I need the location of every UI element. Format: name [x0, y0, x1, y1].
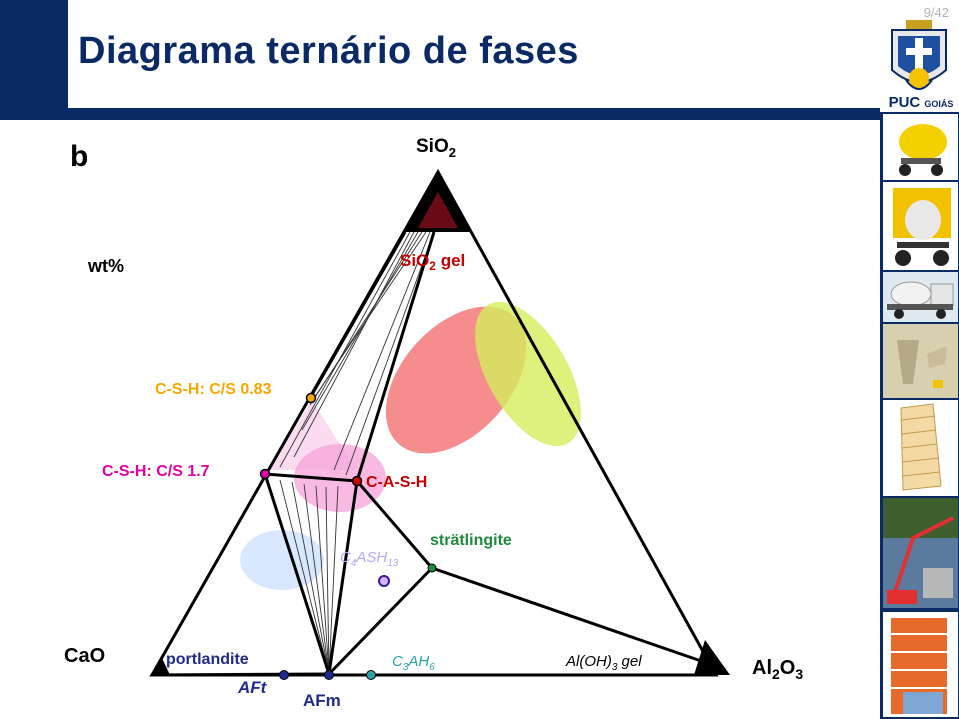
logo-text: PUC GOIÁS	[884, 94, 958, 111]
csh-17-point	[259, 468, 271, 480]
slide-title: Diagrama ternário de fases	[78, 30, 579, 72]
region-light-blue	[240, 530, 324, 590]
puc-goias-crest-icon	[891, 20, 947, 90]
logo-brand: PUC	[888, 94, 921, 111]
mixer-machine-icon	[883, 182, 958, 270]
label-sio2-gel: SiO2 gel	[400, 251, 465, 273]
title-band	[68, 0, 880, 108]
phase-boundaries	[149, 168, 719, 677]
panel-label: b	[70, 140, 88, 173]
header-left-block	[0, 0, 68, 120]
c4ash-point	[378, 575, 390, 587]
concrete-pump-icon	[883, 498, 958, 608]
ternary-phase-diagram: b wt% SiO2 CaO Al2O3 SiO2 gel C-S-H: C/S…	[0, 120, 880, 719]
mixer-truck-icon	[883, 272, 958, 322]
title-rule	[68, 108, 880, 120]
vertex-label-cao: CaO	[64, 645, 105, 667]
label-csh-083: C-S-H: C/S 0.83	[155, 381, 272, 398]
region-yellowgreen	[475, 301, 581, 447]
concrete-mixer-icon	[883, 114, 958, 180]
logo-sub: GOIÁS	[924, 99, 954, 109]
cash-point	[351, 475, 363, 487]
concrete-slump-test-icon	[883, 324, 958, 398]
aft-point	[279, 670, 289, 680]
c3ah6-point	[366, 670, 376, 680]
cao-vertex-marker	[152, 658, 170, 675]
label-aloh3-gel: Al(OH)3 gel	[565, 653, 642, 673]
vertex-label-al2o3: Al2O3	[752, 657, 803, 682]
label-stratlingite: strätlingite	[430, 532, 512, 549]
units-label: wt%	[87, 256, 124, 276]
sio2-gel-fill	[418, 192, 458, 228]
afm-fan-lines	[279, 479, 339, 675]
page-number: 9/42	[923, 5, 949, 20]
label-afm: AFm	[303, 691, 341, 710]
label-c3ah6: C3AH6	[392, 653, 435, 673]
label-portlandite: portlandite	[166, 651, 249, 668]
label-c4ash: C4ASH13	[340, 549, 399, 569]
label-aft: AFt	[237, 678, 268, 697]
building-construction-icon	[883, 612, 958, 717]
label-cash: C-A-S-H	[366, 474, 427, 491]
stratlingite-point	[427, 563, 437, 573]
al2o3-vertex-marker	[694, 640, 730, 675]
afm-point	[324, 670, 334, 680]
csh-083-point	[305, 392, 317, 404]
label-csh-17: C-S-H: C/S 1.7	[102, 463, 210, 480]
building-frame-icon	[883, 400, 958, 496]
